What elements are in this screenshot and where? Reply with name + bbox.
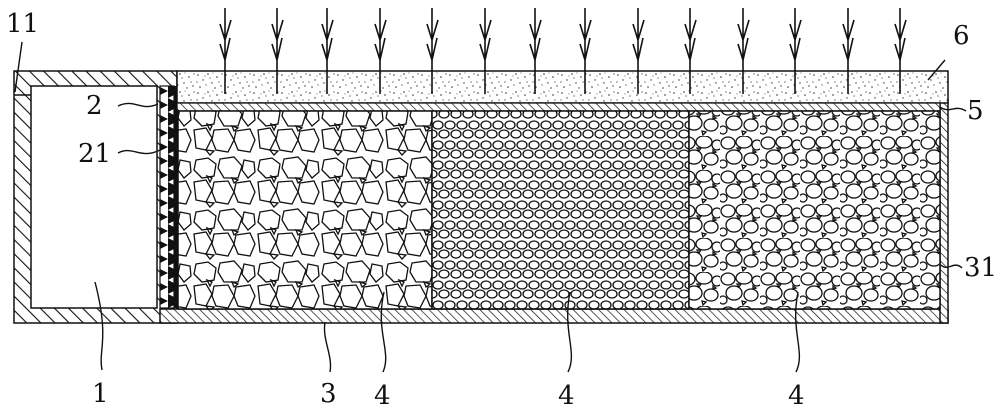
label-2: 2 xyxy=(86,91,103,121)
plant-stem xyxy=(426,8,439,94)
plant-stem xyxy=(529,8,542,94)
plate-2 xyxy=(159,85,178,309)
plant-stem xyxy=(737,8,750,94)
plant-stem xyxy=(219,8,232,94)
plant-stem xyxy=(684,8,697,94)
label-1: 1 xyxy=(92,379,109,409)
sand-layer-6 xyxy=(176,70,949,104)
plant-stem xyxy=(321,8,334,94)
stone-zone-small xyxy=(431,110,690,310)
label-4-middle: 4 xyxy=(558,381,575,411)
plant-group xyxy=(219,8,907,94)
plant-stem xyxy=(894,8,907,94)
box-1 xyxy=(13,70,178,324)
stone-zone-large xyxy=(177,110,433,310)
plant-stem xyxy=(579,8,592,94)
label-21: 21 xyxy=(78,139,111,169)
label-31: 31 xyxy=(964,253,997,283)
plant-stem xyxy=(479,8,492,94)
plant-stem xyxy=(271,8,284,94)
plant-stem xyxy=(632,8,645,94)
plant-stem xyxy=(842,8,855,94)
label-5: 5 xyxy=(967,96,984,126)
layer-5 xyxy=(176,102,941,112)
label-11: 11 xyxy=(6,9,39,39)
plant-stem xyxy=(789,8,802,94)
label-4-right: 4 xyxy=(788,381,805,411)
label-4-left: 4 xyxy=(374,381,391,411)
stone-zone-medium xyxy=(688,110,941,310)
plant-stem xyxy=(374,8,387,94)
label-3: 3 xyxy=(320,379,337,409)
leader-lines xyxy=(14,41,967,373)
label-6: 6 xyxy=(953,21,970,51)
